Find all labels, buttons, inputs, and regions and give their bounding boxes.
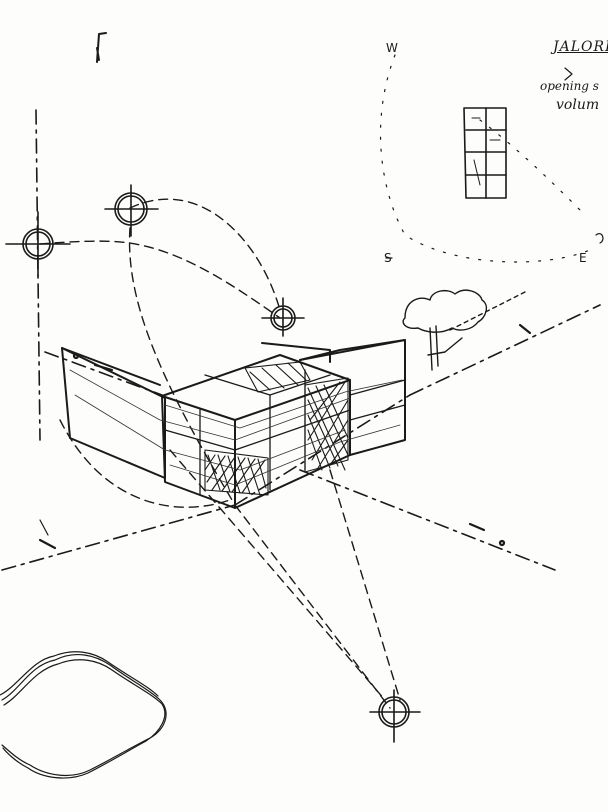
sketch-title-note: JALORE [553,39,608,55]
sketch-strokes [69,369,403,486]
north-arrow-icon [96,32,107,63]
misc-ticks [39,67,604,536]
compass-west-label: W [386,41,398,55]
sun-circle-icon [104,184,159,237]
cloud-outline-icon [0,651,167,779]
sun-circle-icon [261,297,305,337]
elevation-grid [463,107,507,199]
hatched-openings [204,361,349,496]
sun-circle-icon [5,211,71,277]
axis-markers [38,323,532,550]
sun-circle-icon [369,689,421,743]
sketch-note-line-2: volum [556,97,600,113]
compass-east-label: E [579,251,587,265]
site-axis-lines [1,109,601,571]
tree-icon [402,289,526,371]
building-massing [61,339,406,509]
sun-ray-lines [39,198,401,709]
compass-south-label: S [384,251,392,265]
sketch-note-line-1: opening s [540,79,599,93]
